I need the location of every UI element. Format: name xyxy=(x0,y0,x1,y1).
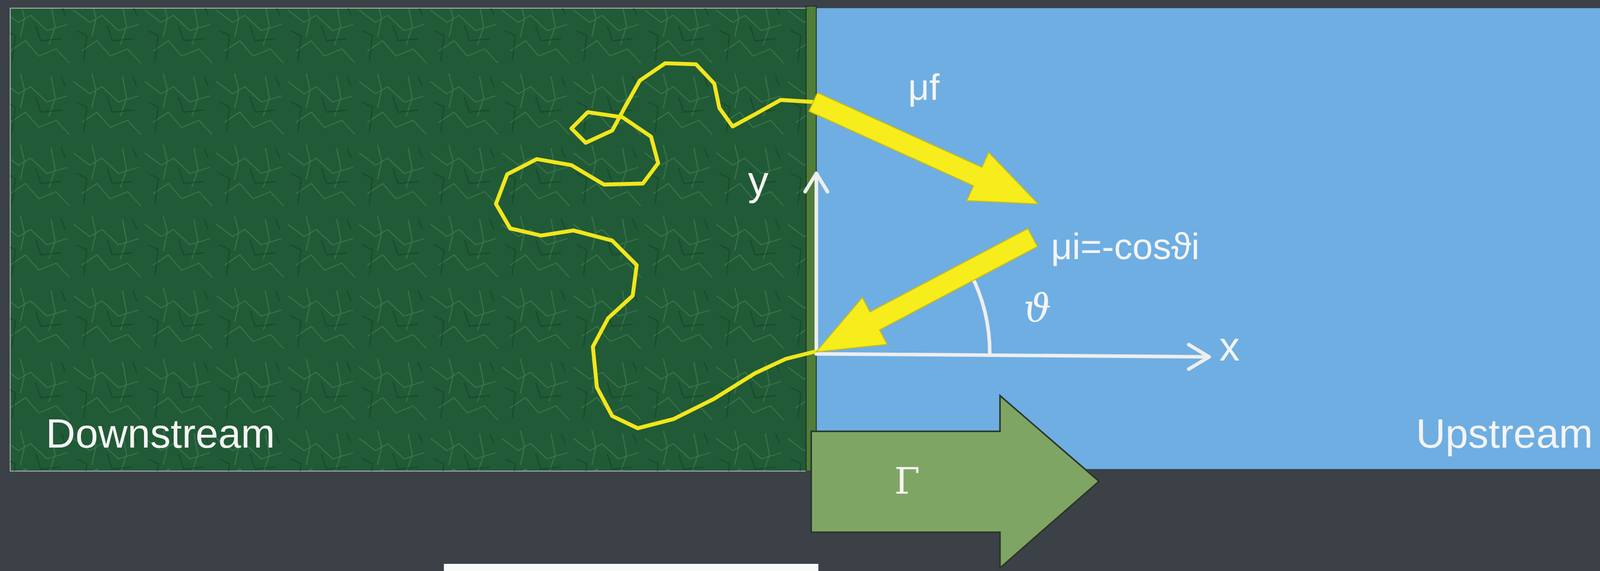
shock-front xyxy=(805,6,817,472)
y-axis xyxy=(814,175,819,354)
downstream-texture xyxy=(10,8,812,472)
particle-trajectory xyxy=(495,63,815,429)
region-label: Upstream xyxy=(805,413,1593,455)
shock-velocity-arrow xyxy=(811,396,1099,569)
velocity-arrow-box: Γ xyxy=(811,396,1099,571)
angle-arc xyxy=(970,273,990,355)
x-axis-label: x xyxy=(1219,326,1240,368)
white-box xyxy=(443,564,819,571)
y-axis-head xyxy=(804,173,828,192)
downstream-region xyxy=(10,8,812,472)
incoming-cosine: μi=-cosϑi xyxy=(1050,228,1200,266)
x-axis xyxy=(816,354,1207,358)
x-axis-head xyxy=(1188,344,1210,370)
incoming-arrow xyxy=(803,214,1046,376)
y-axis-label: y xyxy=(747,160,769,202)
angle-label: ϑ xyxy=(1023,288,1052,328)
outgoing-cosine: μf xyxy=(908,69,940,107)
region-label: Downstream xyxy=(46,413,847,455)
downstream-panel: Downstream xyxy=(10,8,812,472)
upstream-region xyxy=(813,8,1600,470)
region-label: Γ xyxy=(763,463,1052,501)
